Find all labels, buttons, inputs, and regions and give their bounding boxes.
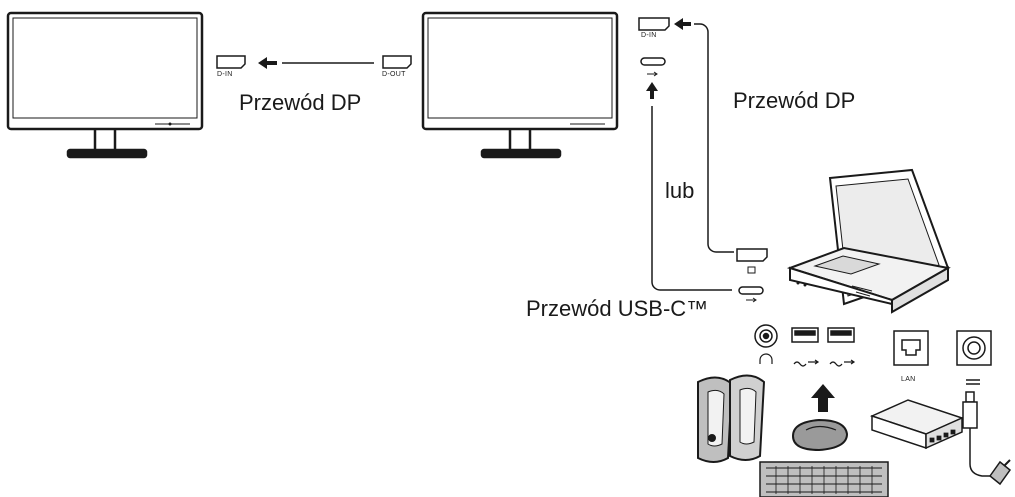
laptop [786, 168, 951, 314]
usbc-cable [646, 82, 732, 291]
dp-cable-top-left [258, 57, 374, 69]
left-monitor [6, 11, 204, 159]
laptop-usbc-port [738, 286, 764, 303]
usb-port-2 [827, 327, 855, 343]
dp-cable-right [674, 18, 734, 253]
dp-in-port-right [638, 17, 670, 31]
dp-cable-left-label: Przewód DP [239, 90, 362, 115]
power-plug [962, 391, 1012, 486]
dp-in-left-label: D-IN [217, 71, 233, 78]
lan-label: LAN [901, 376, 916, 383]
usb-port-1 [791, 327, 819, 343]
ss-usb-icon-1 [793, 359, 820, 367]
dp-out-label: D-OUT [382, 71, 406, 78]
ss-usb-icon-2 [829, 359, 856, 367]
usbc-cable-label: Przewód USB-C™ [526, 296, 709, 321]
arrow-left-icon [674, 18, 691, 30]
lan-port [893, 330, 929, 366]
arrow-up-icon [646, 82, 658, 99]
keyboard [759, 461, 889, 497]
usbc-port-monitor [640, 57, 666, 77]
speakers [697, 374, 766, 463]
arrow-left-icon [258, 57, 277, 69]
dp-in-right-label: D-IN [641, 32, 657, 39]
audio-jack [754, 324, 778, 364]
laptop-dp-port [736, 248, 768, 274]
dp-out-port [382, 55, 412, 69]
dp-cable-right-label: Przewód DP [733, 88, 856, 113]
arrow-up-icon [811, 384, 835, 412]
middle-monitor [421, 11, 619, 159]
dp-in-port-left [216, 55, 246, 69]
dc-power-port [956, 330, 992, 385]
router [869, 399, 965, 450]
or-label: lub [665, 178, 695, 203]
mouse [791, 418, 849, 452]
